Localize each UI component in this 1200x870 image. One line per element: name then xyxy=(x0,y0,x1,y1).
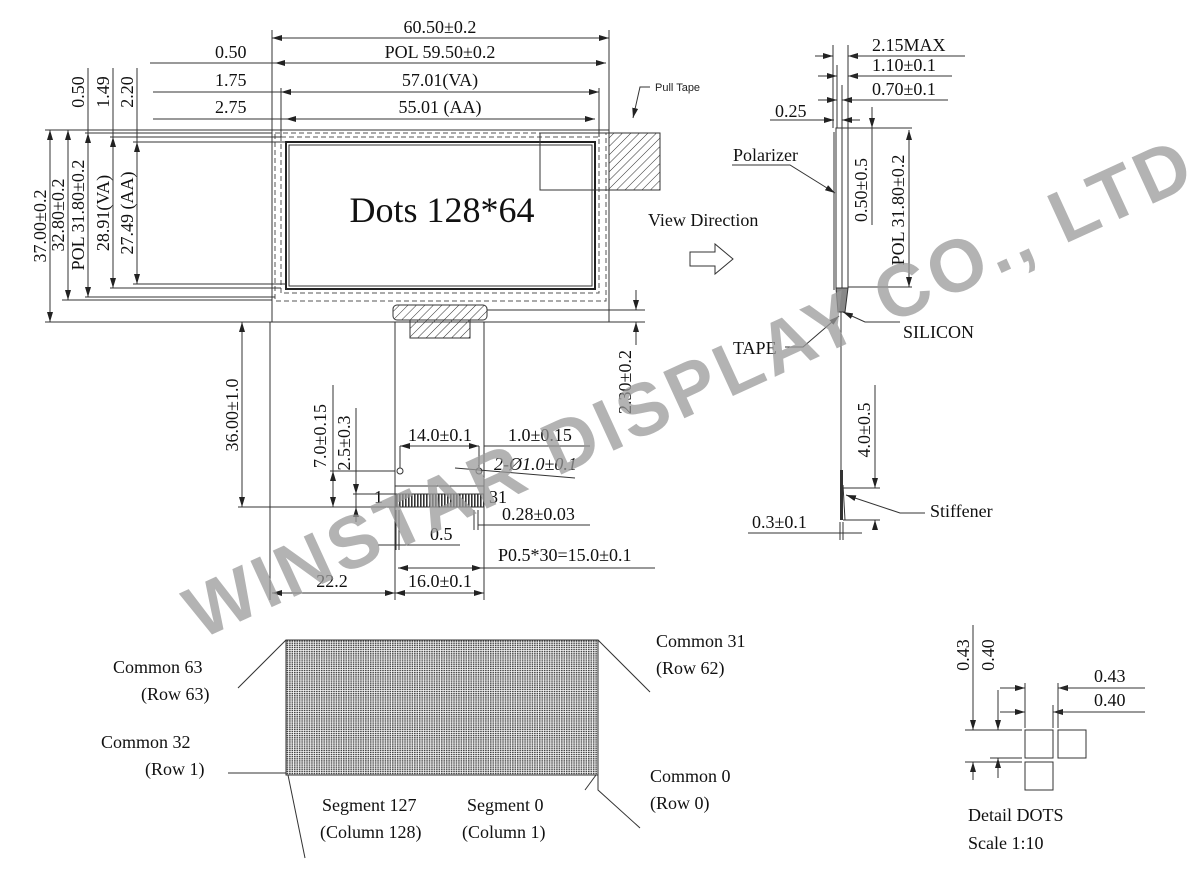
common-31-label: Common 31 xyxy=(656,631,746,651)
polarizer-label: Polarizer xyxy=(733,145,798,165)
dot xyxy=(1024,729,1054,759)
dots-label: Dots 128*64 xyxy=(349,190,534,230)
dim-width-va: 57.01(VA) xyxy=(402,70,478,91)
dim-pin-width: 0.28±0.03 xyxy=(502,504,575,524)
row-63-label: (Row 63) xyxy=(141,684,210,705)
dim-side-pol-height: POL 31.80±0.2 xyxy=(888,155,908,266)
dim-stiffener-thk: 0.3±0.1 xyxy=(752,512,807,532)
dim-hole-edge: 1.0±0.15 xyxy=(508,425,572,445)
dim-height-va: 28.91(VA) xyxy=(93,175,114,251)
dim-h-dot: 0.40 xyxy=(1094,690,1126,710)
dim-hole-dia: 2-Ø1.0±0.1 xyxy=(494,454,577,474)
dot xyxy=(1024,761,1054,791)
dim-fpc-width: 16.0±0.1 xyxy=(408,571,472,591)
stiffener xyxy=(840,470,843,520)
pull-tape-label: Pull Tape xyxy=(655,82,700,94)
dim-v-dot: 0.40 xyxy=(978,639,998,671)
dim-height-pol: POL 31.80±0.2 xyxy=(68,160,88,271)
dim-side-pol: 0.25 xyxy=(775,101,807,121)
fpc-pins xyxy=(395,493,485,508)
dim-fpc-length: 36.00±1.0 xyxy=(222,379,242,452)
dim-height-glass: 32.80±0.2 xyxy=(48,179,68,252)
tape-label: TAPE xyxy=(733,338,777,358)
dim-hole-y: 7.0±0.15 xyxy=(310,404,330,468)
dim-height-aa: 27.49 (AA) xyxy=(117,172,138,255)
dim-width-pol: POL 59.50±0.2 xyxy=(385,42,496,62)
dim-top-pol: 0.50 xyxy=(68,76,88,108)
dim-pin-y: 2.5±0.3 xyxy=(334,416,354,471)
column-128-label: (Column 128) xyxy=(320,822,422,843)
dim-width-outer: 60.50±0.2 xyxy=(404,17,477,37)
dim-h-pitch: 0.43 xyxy=(1094,666,1126,686)
common-0-label: Common 0 xyxy=(650,766,731,786)
silicon-label: SILICON xyxy=(903,322,974,342)
dim-offset: 22.2 xyxy=(316,571,348,591)
detail-dots: 0.43 0.40 0.43 0.40 Detail DOTS Scale 1:… xyxy=(953,625,1145,853)
view-direction-arrow-icon xyxy=(689,242,734,276)
dim-top-va: 1.49 xyxy=(93,76,113,108)
dim-hole-span: 14.0±0.1 xyxy=(408,425,472,445)
dim-side-glass2: 0.70±0.1 xyxy=(872,79,936,99)
row-0-label: (Row 0) xyxy=(650,793,710,814)
fpc-tab xyxy=(392,304,488,321)
dim-v-pitch: 0.43 xyxy=(953,639,973,671)
common-32-label: Common 32 xyxy=(101,732,191,752)
row-1-label: (Row 1) xyxy=(145,759,205,780)
detail-title: Detail DOTS xyxy=(968,805,1063,825)
dot-matrix xyxy=(285,639,599,776)
dim-stiffener-len: 4.0±0.5 xyxy=(854,403,874,458)
dim-left-pol: 0.50 xyxy=(215,42,247,62)
stiffener-label: Stiffener xyxy=(930,501,993,521)
dim-left-aa: 2.75 xyxy=(215,97,247,117)
segment-0-label: Segment 0 xyxy=(467,795,544,815)
dim-tab: 2.30±0.2 xyxy=(615,350,635,414)
view-direction-label: View Direction xyxy=(648,210,758,230)
dim-left-va: 1.75 xyxy=(215,70,247,90)
pin-first: 1 xyxy=(374,487,383,507)
common-63-label: Common 63 xyxy=(113,657,203,677)
dim-pitch-total: P0.5*30=15.0±0.1 xyxy=(498,545,632,565)
dim-height-outer: 37.00±0.2 xyxy=(30,190,50,263)
active-area xyxy=(285,141,596,290)
pull-tape xyxy=(608,132,661,191)
segment-127-label: Segment 127 xyxy=(322,795,417,815)
fpc-view: 1 31 36.00±1.0 2.30±0.2 7.0±0.15 2.5±0.3… xyxy=(222,290,655,600)
column-1-label: (Column 1) xyxy=(462,822,546,843)
dim-top-aa: 2.20 xyxy=(117,76,137,108)
pixel-map: Common 63 (Row 63) Common 32 (Row 1) Com… xyxy=(101,631,746,859)
pin-last: 31 xyxy=(489,487,507,507)
dim-pitch: 0.5 xyxy=(430,524,453,544)
polarizer-outline xyxy=(274,132,607,302)
viewing-area-outline xyxy=(280,136,600,294)
dim-width-aa: 55.01 (AA) xyxy=(399,97,482,118)
dim-side-offset: 0.50±0.5 xyxy=(851,158,871,222)
front-view: Dots 128*64 Pull Tape 60.50±0.2 POL 59.5… xyxy=(30,17,758,323)
side-view: 2.15MAX 1.10±0.1 0.70±0.1 0.25 0.50±0.5 … xyxy=(732,35,993,540)
dot xyxy=(1057,729,1087,759)
dim-side-max: 2.15MAX xyxy=(872,35,946,55)
row-62-label: (Row 62) xyxy=(656,658,725,679)
watermark: WINSTAR DISPLAY CO., LTD. xyxy=(172,111,1200,655)
dim-side-glass1: 1.10±0.1 xyxy=(872,55,936,75)
detail-scale: Scale 1:10 xyxy=(968,833,1043,853)
